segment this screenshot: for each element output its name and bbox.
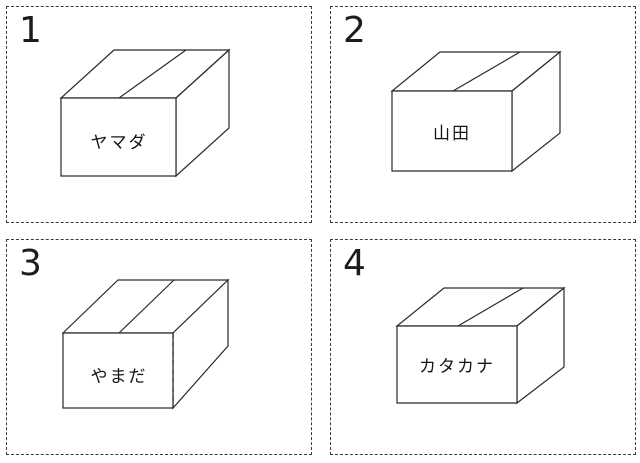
panel-4-number: 4 (343, 242, 366, 284)
box-top-seam (118, 49, 187, 99)
box-drawing-hiragana-yamada: やまだ (61, 278, 230, 410)
panel-3-number: 3 (19, 242, 42, 284)
box-drawing-katakana-yamada: ヤマダ (59, 48, 231, 178)
box-drawing-katakana-word: カタカナ (395, 286, 566, 405)
box-front-face (60, 97, 177, 177)
panel-4: 4 カタカナ (330, 238, 636, 455)
box-top-seam (118, 279, 175, 334)
box-top-seam (457, 287, 524, 327)
box-front-face (396, 325, 518, 404)
panel-3: 3 やまだ (6, 238, 312, 455)
box-label: やまだ (91, 367, 148, 386)
panel-1: 1 ヤマダ (6, 6, 312, 223)
box-top-seam (452, 51, 521, 92)
panel-2-number: 2 (343, 10, 366, 51)
box-drawing-kanji-yamada: 山田 (390, 50, 562, 172)
panel-2: 2 山田 (330, 6, 636, 223)
box-label: ヤマダ (91, 133, 148, 152)
box-label: 山田 (433, 124, 471, 143)
box-front-face (391, 90, 513, 172)
panel-1-number: 1 (19, 10, 42, 51)
box-label: カタカナ (419, 357, 495, 376)
